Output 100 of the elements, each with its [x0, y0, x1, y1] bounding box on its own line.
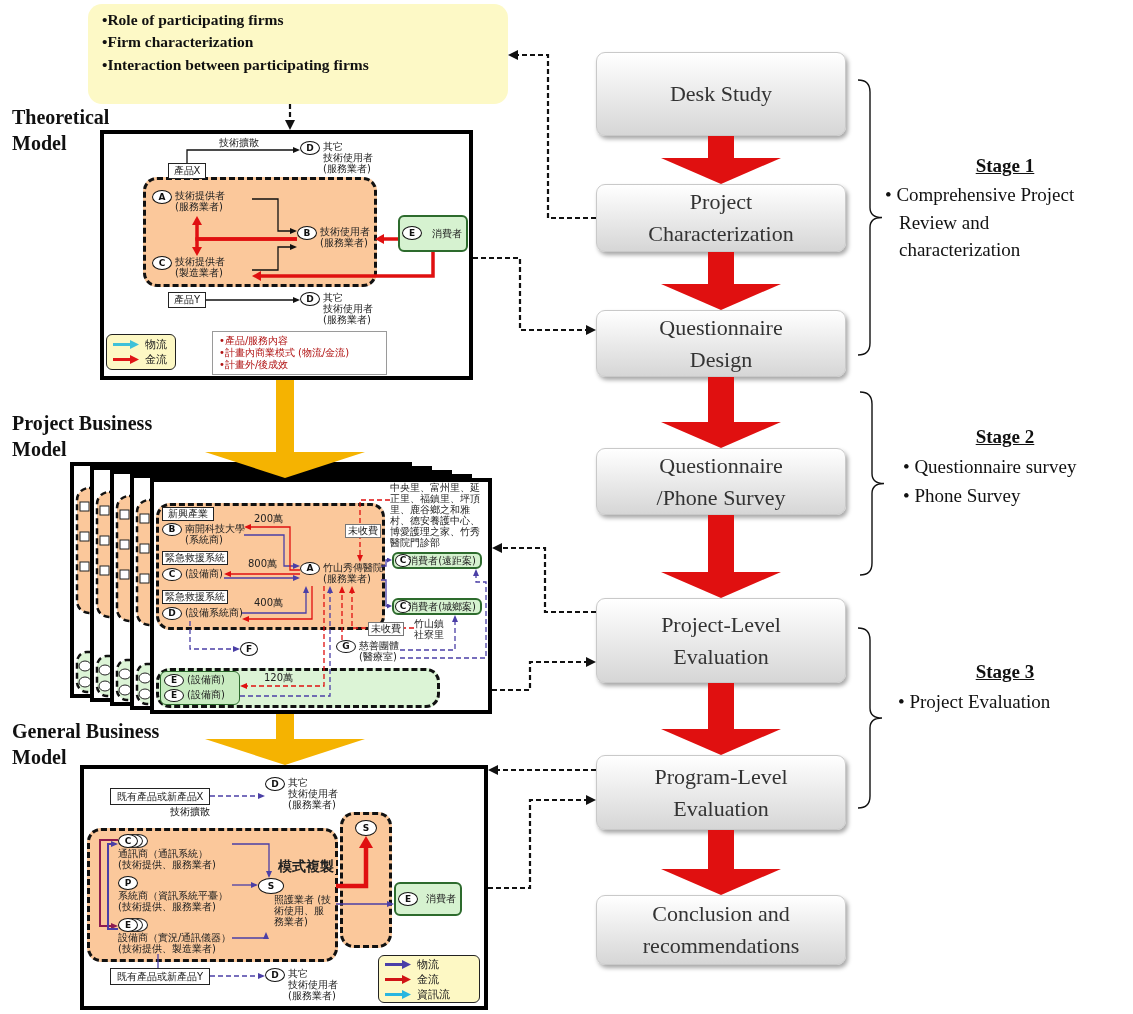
edge-label: 800萬	[246, 558, 280, 570]
legend-text: 金流	[145, 353, 167, 366]
dashed-arrow	[492, 657, 596, 692]
consumer-box	[398, 215, 468, 252]
dashed-group-region	[340, 812, 392, 948]
flow-arrow	[661, 830, 781, 895]
flow-arrow	[661, 377, 781, 448]
arrow	[380, 579, 392, 609]
note-line: •計畫內商業模式 (物流/金流)	[219, 347, 351, 359]
process-box: Project-Level Evaluation	[596, 598, 846, 683]
edge-label: 200萬	[252, 513, 286, 525]
arrow	[244, 524, 301, 571]
note-box	[88, 4, 508, 104]
arrow	[224, 571, 301, 577]
entity-caption: 南開科技大學	[185, 523, 246, 534]
entity-caption: (技術提供、製造業者)	[118, 943, 216, 954]
entity-caption: 設備商（實況/通訊儀器）	[118, 932, 232, 943]
letter-circle: D	[162, 607, 182, 620]
entity-caption: (服務業者)	[323, 573, 371, 584]
entity-caption: (服務業者)	[323, 163, 371, 174]
arrow	[192, 237, 297, 256]
legend-text: 物流	[145, 338, 167, 351]
dashed-arrow	[488, 795, 596, 890]
tag-box: 緊急救援系統	[162, 551, 228, 565]
flow-arrow	[661, 515, 781, 598]
dashed-arrow	[357, 499, 391, 562]
dashed-arrow	[240, 585, 325, 689]
entity-caption: 慈善團體	[359, 640, 400, 651]
arrow	[231, 882, 258, 888]
letter-circle: D	[300, 141, 320, 155]
flow-arrow	[661, 252, 781, 310]
legend-text: 物流	[417, 957, 439, 971]
dashed-group-region	[87, 828, 338, 962]
stage-heading: Stage 3	[974, 660, 1036, 684]
entity-caption: 照護業者 (技術使用、服務業者)	[274, 894, 332, 927]
dashed-arrow	[339, 586, 345, 641]
place-text: 竹山鎮社寮里	[414, 618, 450, 642]
bullet-text: •Interaction between participating firms	[102, 54, 370, 75]
arrow	[242, 585, 313, 622]
bullet-text: •Firm characterization	[102, 32, 255, 52]
tag-box: 緊急救援系統	[162, 590, 228, 604]
bullet-text: • Comprehensive Project Review and characterization	[885, 183, 1076, 263]
letter-circle: D	[265, 968, 285, 982]
entity-caption: 通訊商（通訊系統）	[118, 848, 208, 859]
stage-heading: Stage 2	[974, 425, 1036, 449]
arrow	[186, 147, 300, 164]
letter-circle: E	[164, 689, 184, 702]
dashed-group-region	[156, 668, 440, 708]
process-box: Conclusion and recommendations	[596, 895, 846, 965]
tag-box: 既有產品或新產品X	[110, 788, 210, 805]
group-box	[160, 671, 240, 705]
entity-caption: 其它	[323, 141, 344, 152]
panel-heading: Project Business Model	[12, 411, 154, 462]
process-box: Questionnaire /Phone Survey	[596, 448, 846, 515]
dashed-arrow	[209, 793, 265, 799]
letter-circle: P	[118, 876, 138, 890]
arrow	[336, 836, 373, 889]
letter-circle: F	[240, 642, 258, 656]
entity-caption: 其它	[288, 968, 309, 979]
panel-heading: General Business Model	[12, 719, 161, 770]
entity-caption: 技術使用者	[323, 152, 374, 163]
bullet-text: • Project Evaluation	[898, 690, 1052, 714]
letter-circle: S	[258, 878, 284, 894]
entity-caption: 其它	[288, 777, 309, 788]
tag-box: 新興產業	[162, 507, 214, 521]
dashed-arrow	[399, 615, 458, 651]
note-line: •計畫外/後成效	[219, 359, 290, 371]
edge-label: 400萬	[252, 597, 286, 609]
place-text: 中央里、富州里、延正里、福鎮里、坪頂里、鹿谷鄉之和雅村、德安養護中心、博愛護理之家、竹秀醫院門診部	[390, 482, 488, 548]
entity-caption: (服務業者)	[323, 314, 371, 325]
dashed-arrow	[189, 620, 240, 652]
arrow	[243, 534, 300, 569]
entity-caption: (技術提供、服務業者)	[118, 901, 217, 912]
arrow	[380, 557, 392, 567]
process-box: Desk Study	[596, 52, 846, 136]
note-box	[212, 331, 387, 375]
entity-caption: (服務業者)	[288, 799, 336, 810]
dashed-group-region	[143, 177, 377, 287]
entity-caption: (設備商)	[187, 674, 226, 685]
arrow	[251, 244, 297, 271]
bullet-text: • Questionnaire survey	[903, 455, 1078, 479]
dashed-arrow	[508, 50, 596, 220]
bullet-text: • Phone Survey	[903, 484, 1022, 508]
dashed-arrow	[399, 569, 487, 659]
process-box: Program-Level Evaluation	[596, 755, 846, 830]
letter-circle: C	[162, 568, 182, 581]
letter-circle: B	[297, 226, 317, 240]
entity-caption: 技術提供者 (製造業者)	[175, 256, 226, 278]
arrow	[231, 932, 269, 939]
entity-caption: (設備系統商)	[185, 607, 244, 618]
tag-box: 產品Y	[168, 292, 206, 308]
arrow	[107, 841, 119, 930]
edge-label: 未收費	[345, 524, 381, 538]
flow-arrow	[661, 136, 781, 184]
entity-caption: 系統商（資訊系統平臺）	[118, 890, 229, 901]
connector-line	[157, 953, 159, 969]
letter-circle: G	[336, 640, 356, 653]
letter-circle: S	[355, 820, 377, 836]
consumer-box	[392, 598, 482, 615]
dashed-arrow	[488, 765, 596, 775]
